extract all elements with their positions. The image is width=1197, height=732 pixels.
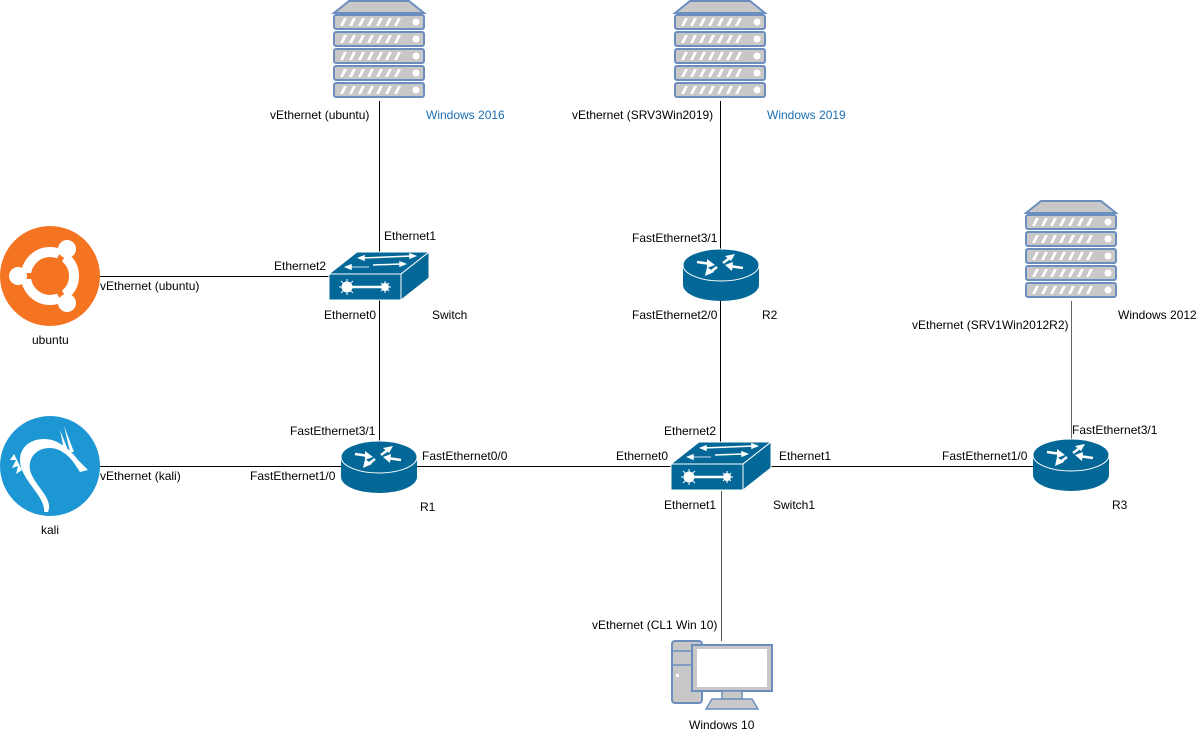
port-label-r1-fe3-1: FastEthernet3/1 <box>290 424 376 438</box>
label-r1: R1 <box>420 500 436 514</box>
port-label-win2019-vethernet: vEthernet (SRV3Win2019) <box>572 108 714 122</box>
pc-icon <box>671 640 773 710</box>
port-label-r1-fe0-0: FastEthernet0/0 <box>422 449 508 463</box>
server-windows-2019[interactable] <box>675 1 765 97</box>
port-label-win2012-vethernet: vEthernet (SRV1Win2012R2) <box>912 318 1069 332</box>
workstation-windows-10[interactable] <box>671 640 773 710</box>
port-label-win10-vethernet: vEthernet (CL1 Win 10) <box>592 618 718 632</box>
port-label-r2-fe3-1: FastEthernet3/1 <box>632 231 718 245</box>
port-label-win2016-vethernet: vEthernet (ubuntu) <box>270 108 370 122</box>
switch-icon <box>327 250 431 302</box>
port-label-kali-vethernet: vEthernet (kali) <box>100 469 181 483</box>
label-switch: Switch <box>432 308 468 322</box>
label-r2: R2 <box>762 308 778 322</box>
port-label-switch1-ethernet0: Ethernet0 <box>616 449 669 463</box>
router-r3[interactable] <box>1031 437 1111 493</box>
switch-node[interactable] <box>327 250 431 302</box>
port-label-switch-ethernet1: Ethernet1 <box>384 229 437 243</box>
port-label-r3-fe1-0: FastEthernet1/0 <box>942 449 1028 463</box>
router-icon <box>681 247 761 303</box>
label-r3: R3 <box>1112 498 1128 512</box>
server-icon <box>1026 201 1116 297</box>
port-label-switch-ethernet0: Ethernet0 <box>324 308 377 322</box>
port-label-r2-fe2-0: FastEthernet2/0 <box>632 308 718 322</box>
router-icon <box>1031 437 1111 493</box>
label-windows-2019: Windows 2019 <box>767 108 846 122</box>
switch1-node[interactable] <box>669 440 773 492</box>
router-r1[interactable] <box>339 439 419 495</box>
label-ubuntu: ubuntu <box>32 333 69 347</box>
server-icon <box>334 1 424 97</box>
label-switch1: Switch1 <box>773 498 816 512</box>
server-windows-2012[interactable] <box>1026 201 1116 297</box>
server-icon <box>675 1 765 97</box>
ubuntu-logo-icon <box>0 226 100 326</box>
router-icon <box>339 439 419 495</box>
switch-icon <box>669 440 773 492</box>
label-windows-2016: Windows 2016 <box>426 108 505 122</box>
label-windows-2012: Windows 2012 <box>1118 308 1197 322</box>
port-label-r3-fe3-1: FastEthernet3/1 <box>1072 423 1158 437</box>
label-kali: kali <box>41 523 60 537</box>
port-label-switch1-ethernet2: Ethernet2 <box>664 424 717 438</box>
kali-dragon-icon <box>0 416 100 516</box>
host-kali[interactable] <box>0 416 100 516</box>
server-windows-2016[interactable] <box>334 1 424 97</box>
port-label-ubuntu-vethernet: vEthernet (ubuntu) <box>100 279 200 293</box>
router-r2[interactable] <box>681 247 761 303</box>
port-label-switch1-ethernet1-bottom: Ethernet1 <box>664 498 717 512</box>
links <box>100 101 1072 641</box>
port-label-switch-ethernet2: Ethernet2 <box>274 259 327 273</box>
port-label-r1-fe1-0: FastEthernet1/0 <box>250 469 336 483</box>
host-ubuntu[interactable] <box>0 226 100 326</box>
port-label-switch1-ethernet1-right: Ethernet1 <box>779 449 832 463</box>
label-windows-10: Windows 10 <box>689 718 755 732</box>
